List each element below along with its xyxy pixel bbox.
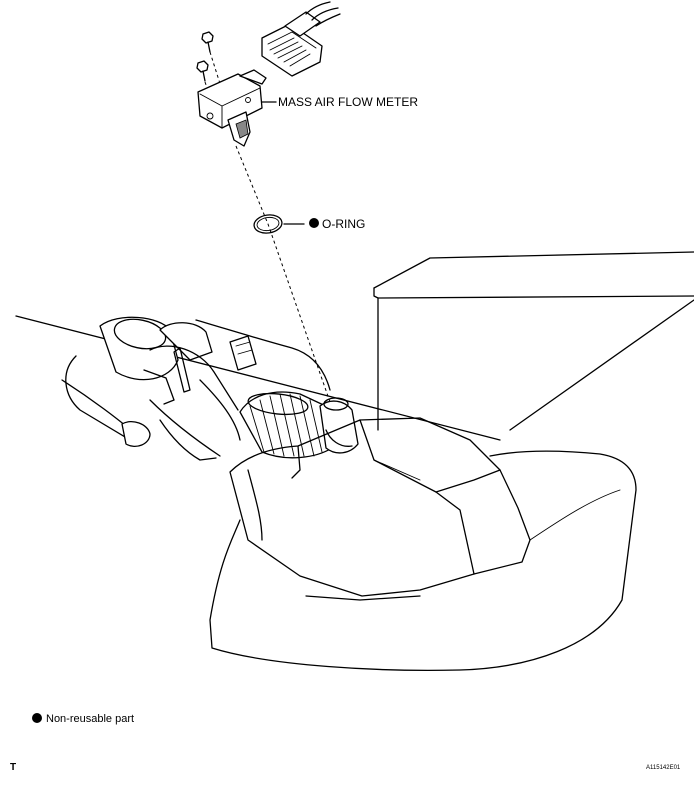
background-line <box>15 315 501 441</box>
o-ring-label: O-RING <box>322 217 365 231</box>
legend-text: Non-reusable part <box>46 713 134 725</box>
legend-dot-icon <box>32 713 42 723</box>
screw-upper <box>201 31 214 53</box>
screw-lower <box>196 60 209 82</box>
mass-air-flow-meter-label: MASS AIR FLOW METER <box>278 95 418 109</box>
air-cleaner-case <box>209 417 637 672</box>
install-axis-line <box>235 145 331 403</box>
body-panel <box>373 251 694 431</box>
non-reusable-dot-icon <box>309 218 319 228</box>
o-ring <box>253 214 283 234</box>
bolt-guide-line-upper <box>209 51 223 91</box>
connector <box>261 1 341 77</box>
mass-air-flow-meter <box>197 69 267 147</box>
intake-hose <box>61 316 359 461</box>
corner-mark: T <box>10 762 16 773</box>
figure-id: A115142E01 <box>646 765 681 771</box>
